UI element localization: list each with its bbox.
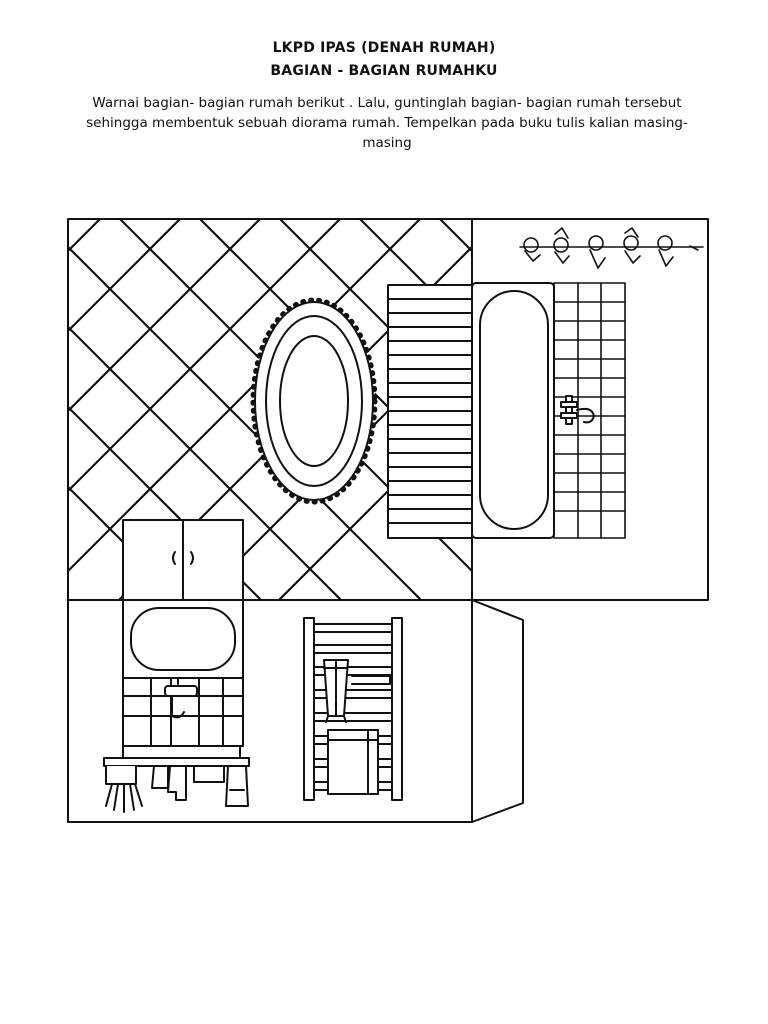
oval-bath-mat <box>250 297 378 505</box>
side-wall-flap <box>471 599 524 823</box>
wall-cabinet <box>122 519 244 601</box>
sink-faucet <box>164 677 198 719</box>
washbasin <box>122 599 244 747</box>
worksheet-title: LKPD IPAS (DENAH RUMAH) <box>272 40 496 56</box>
worksheet-subtitle: BAGIAN - BAGIAN RUMAHKU <box>270 63 498 79</box>
wall-tiles <box>553 282 626 539</box>
slatted-bench <box>387 284 473 539</box>
shower-faucet <box>560 395 595 425</box>
bathtub <box>471 282 555 539</box>
hanging-clothes-line <box>519 227 704 269</box>
worksheet-instructions: Warnai bagian- bagian rumah berikut . La… <box>86 95 688 151</box>
shelf-with-hanging-items <box>103 745 250 813</box>
towels <box>323 659 391 795</box>
diamond-tile-floor <box>68 219 472 600</box>
